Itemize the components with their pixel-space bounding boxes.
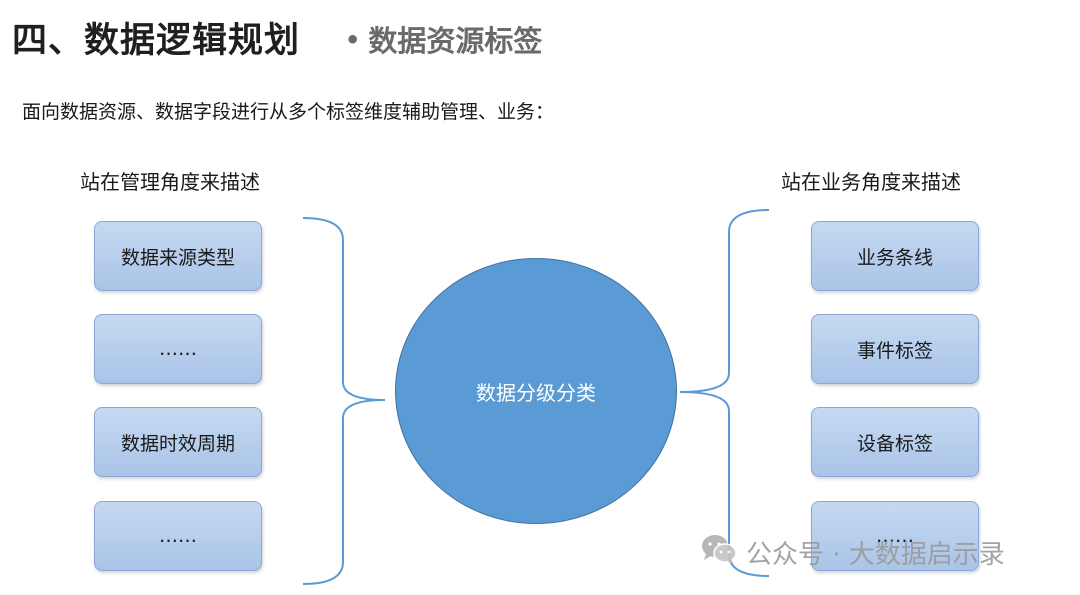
left-box-ellipsis-1: …… xyxy=(94,314,262,384)
right-box-event-tag: 事件标签 xyxy=(811,314,979,384)
center-classification-circle: 数据分级分类 xyxy=(395,258,677,524)
watermark: 公众号 · 大数据启示录 xyxy=(700,533,1005,572)
right-box-ellipsis: …… xyxy=(811,501,979,571)
left-box-source-type: 数据来源类型 xyxy=(94,221,262,291)
right-box-business-line: 业务条线 xyxy=(811,221,979,291)
left-box-ellipsis-2: …… xyxy=(94,501,262,571)
bullet-dot: • xyxy=(345,26,361,54)
left-bracket xyxy=(302,217,386,585)
intro-text: 面向数据资源、数据字段进行从多个标签维度辅助管理、业务： xyxy=(22,101,555,123)
right-box-device-tag: 设备标签 xyxy=(811,407,979,477)
subtitle-text: 数据资源标签 xyxy=(368,24,543,58)
center-label: 数据分级分类 xyxy=(476,380,596,405)
left-box-timeliness: 数据时效周期 xyxy=(94,407,262,477)
page-subtitle: •数据资源标签 xyxy=(345,18,542,60)
right-bracket xyxy=(679,209,770,577)
page-title: 四、数据逻辑规划 xyxy=(12,21,301,61)
left-heading: 站在管理角度来描述 xyxy=(80,170,260,194)
watermark-text: 公众号 · 大数据启示录 xyxy=(746,540,1005,570)
wechat-icon xyxy=(700,533,738,572)
right-heading: 站在业务角度来描述 xyxy=(781,170,961,194)
